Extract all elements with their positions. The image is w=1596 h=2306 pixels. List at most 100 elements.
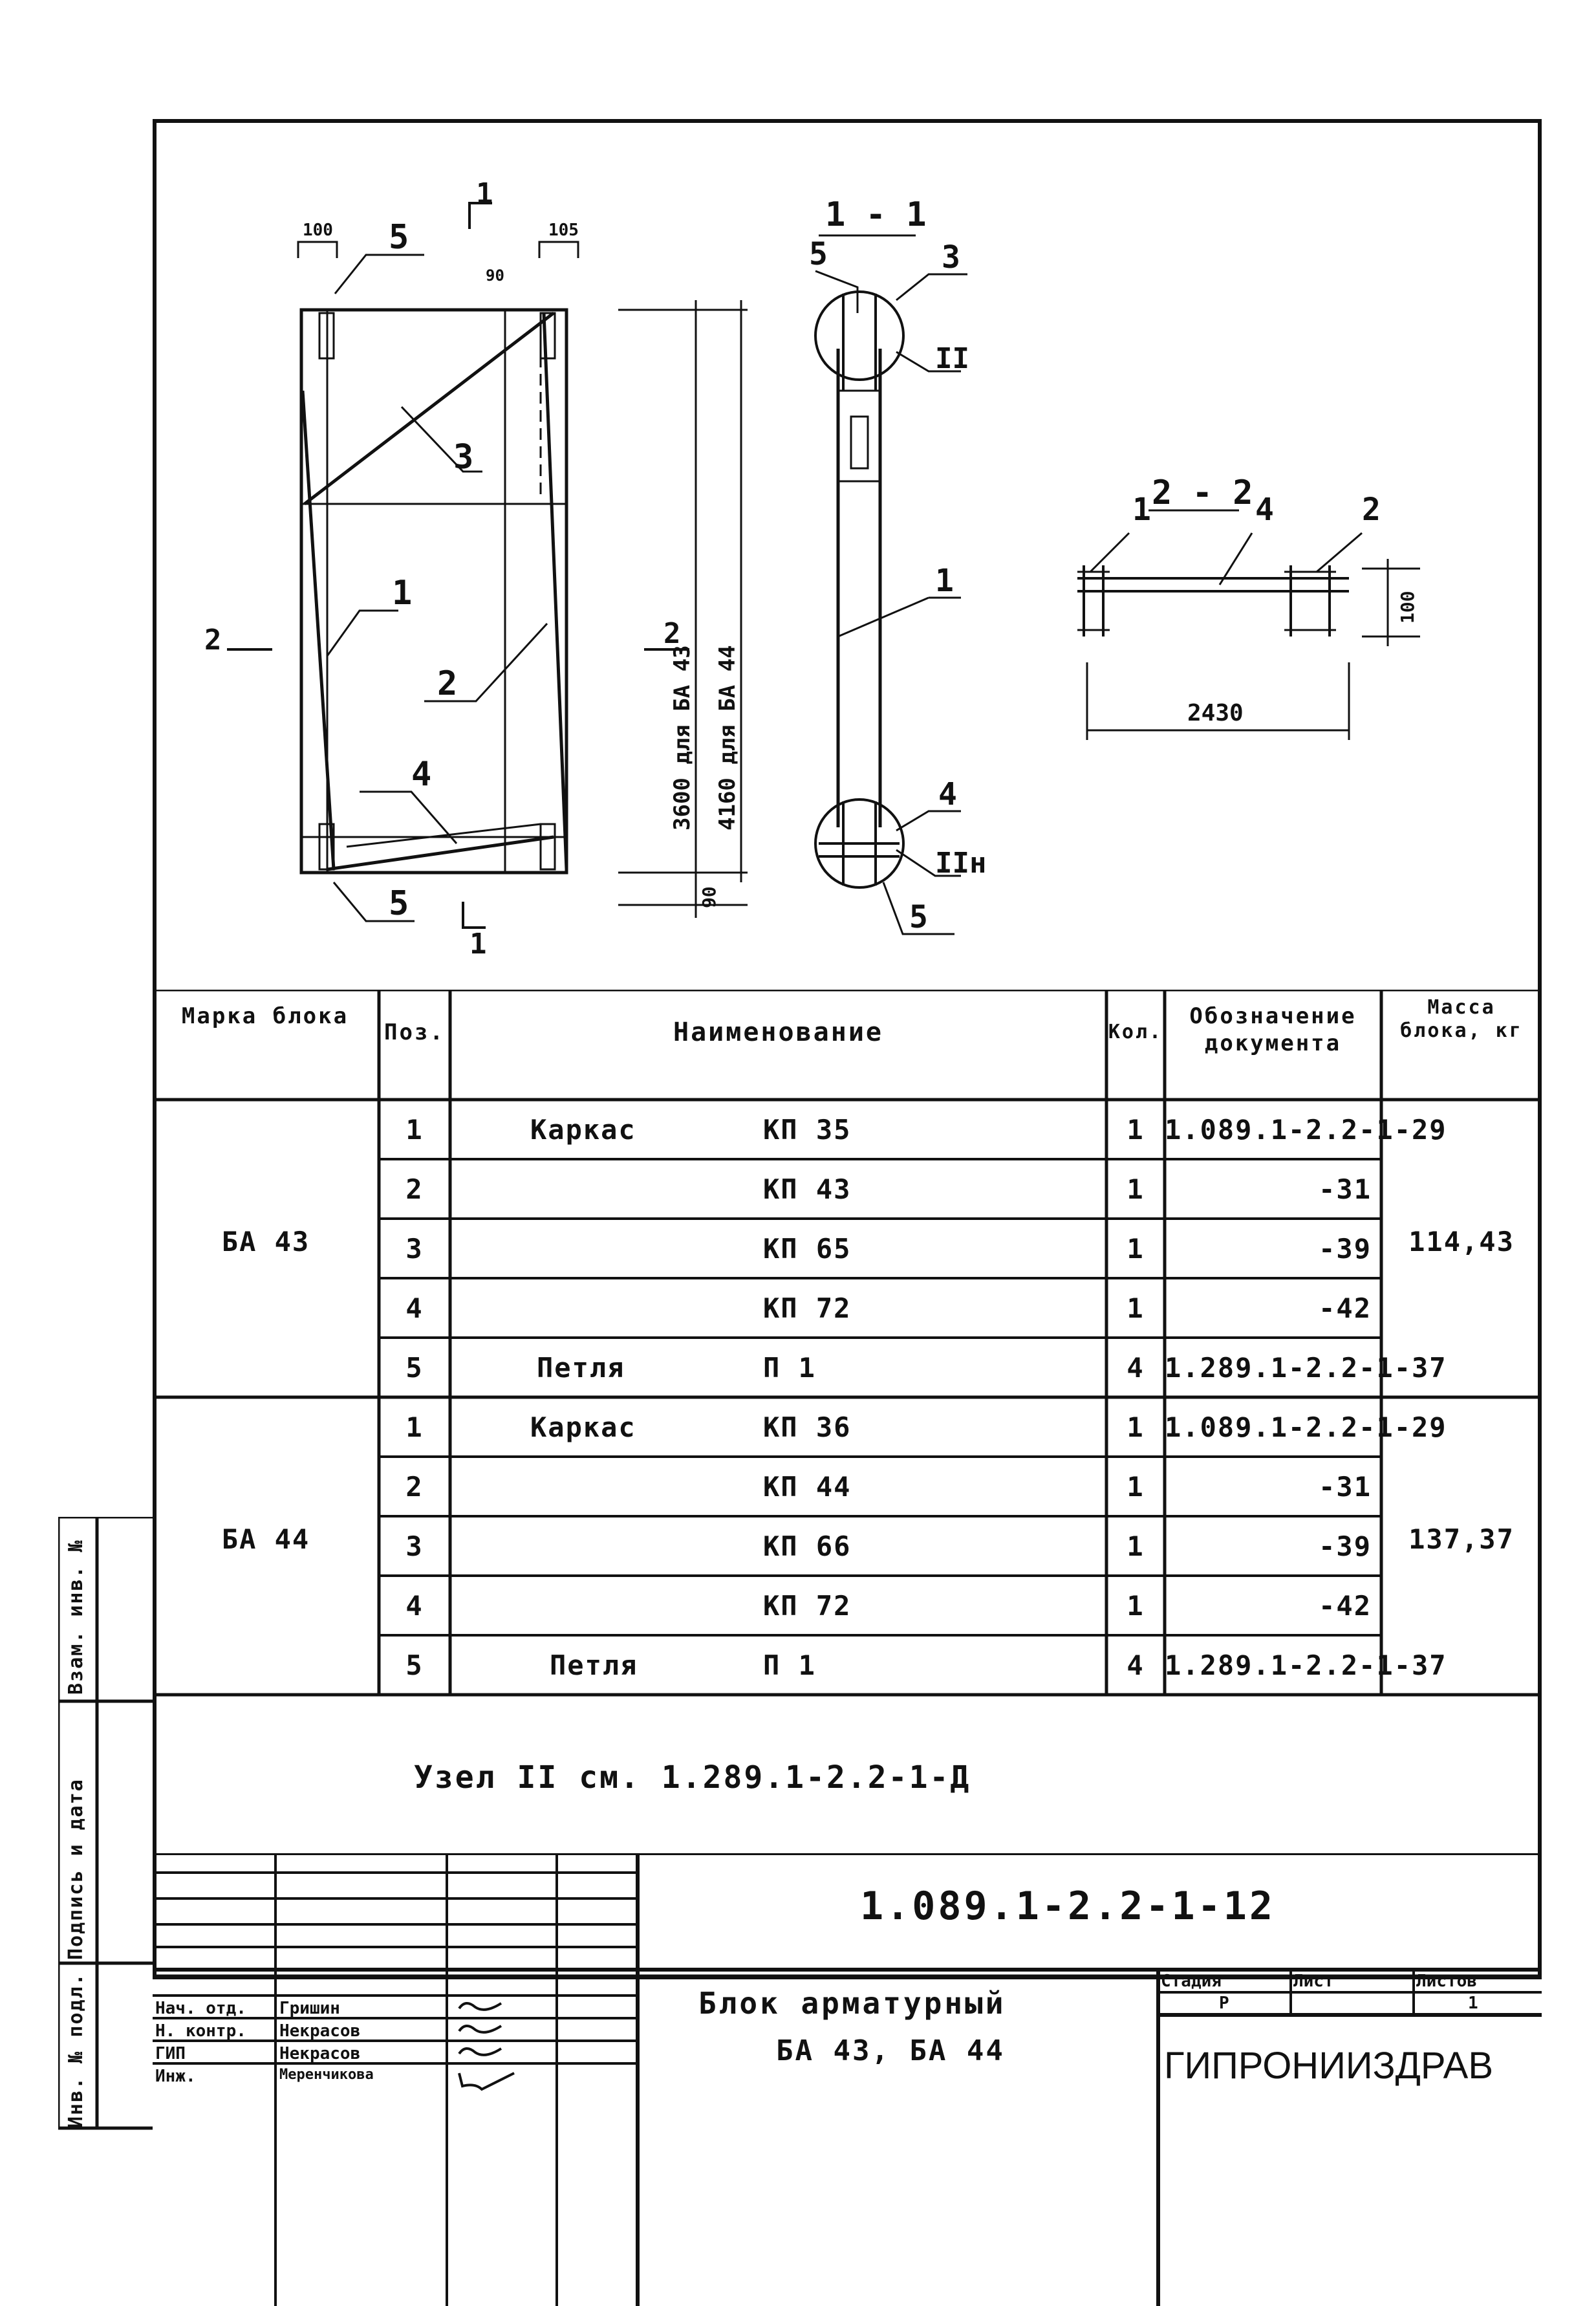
- doc-number: 1.089.1-2.2-1-12: [860, 1884, 1275, 1929]
- note-node: Узел II см. 1.289.1-2.2-1-Д: [414, 1759, 971, 1796]
- bar-3: [303, 312, 555, 505]
- bar-2: [542, 312, 568, 870]
- sheet-label: Лист: [1293, 1972, 1334, 1991]
- row-doc: -31: [1319, 1173, 1372, 1205]
- dim-left: 100: [303, 221, 333, 240]
- pos-3: 3: [453, 438, 473, 477]
- row-qty: 4: [1127, 1649, 1145, 1681]
- row-code: КП 44: [763, 1471, 852, 1503]
- pos-4-2-2: 4: [1255, 492, 1274, 528]
- dim-height-2-2: 100: [1397, 591, 1418, 624]
- row-name: Петля: [537, 1352, 625, 1384]
- row-code: КП 72: [763, 1590, 852, 1622]
- pos-1-section: 1: [935, 563, 954, 599]
- elevation-outline: [299, 308, 568, 875]
- stage-value: Р: [1219, 1994, 1229, 2013]
- signature-marks: [458, 2002, 515, 2091]
- row-doc: 1.289.1-2.2-1-37: [1165, 1649, 1447, 1681]
- pos-5-section: 5: [809, 236, 828, 272]
- header-mark: Марка блока: [181, 1003, 349, 1029]
- row-qty: 1: [1127, 1530, 1145, 1562]
- pos-4-section: 4: [938, 776, 957, 812]
- title-block-grid: [153, 1853, 1542, 1978]
- pos-5-section-bottom: 5: [909, 899, 928, 935]
- row-code: КП 36: [763, 1411, 852, 1443]
- row-code: КП 65: [763, 1233, 852, 1265]
- pos-4: 4: [411, 755, 431, 794]
- side-stamp-grid: [58, 1517, 153, 2130]
- row-qty: 1: [1127, 1590, 1145, 1622]
- pos-3-section: 3: [942, 239, 960, 276]
- dim-right: 105: [548, 221, 579, 240]
- row-pos: 5: [405, 1352, 424, 1384]
- pos-2-2-2: 2: [1362, 492, 1381, 528]
- row-qty: 4: [1127, 1352, 1145, 1384]
- row-pos: 1: [405, 1114, 424, 1146]
- row-doc: -31: [1319, 1471, 1372, 1503]
- title-block-lines: [153, 1853, 1542, 2306]
- signer-name: Меренчикова: [279, 2067, 374, 2083]
- dim-height-ba43: 3600 для БА 43: [669, 645, 695, 831]
- section-marker-bottom: 1: [469, 928, 487, 961]
- node-iin: IIн: [935, 847, 986, 880]
- group-mass-ba43: 114,43: [1408, 1226, 1515, 1257]
- pos-5-top: 5: [389, 218, 409, 257]
- signer-name: Гришин: [279, 1999, 340, 2018]
- bar-1: [301, 390, 336, 870]
- dim-width-2-2: 2430: [1187, 700, 1244, 726]
- title-line-1: Блок арматурный: [698, 1986, 1006, 2021]
- row-pos: 1: [405, 1411, 424, 1443]
- row-pos: 5: [405, 1649, 424, 1681]
- row-pos: 3: [405, 1530, 424, 1562]
- row-code: КП 35: [763, 1114, 852, 1146]
- title-line-2: БА 43, БА 44: [776, 2034, 1005, 2067]
- signer-role: ГИП: [155, 2044, 186, 2063]
- row-pos: 2: [405, 1471, 424, 1503]
- group-mark-ba44: БА 44: [221, 1523, 310, 1555]
- row-doc: 1.289.1-2.2-1-37: [1165, 1352, 1447, 1384]
- row-qty: 1: [1127, 1292, 1145, 1324]
- group-mark-ba43: БА 43: [221, 1226, 310, 1257]
- section-marker-top: 1: [476, 177, 493, 210]
- stamp-vzam: Взам. инв. №: [65, 1539, 87, 1695]
- row-qty: 1: [1127, 1411, 1145, 1443]
- node-ii-top: II: [935, 342, 969, 375]
- signer-role: Инж.: [155, 2067, 196, 2086]
- header-doc: Обозначение документа: [1189, 1003, 1357, 1056]
- row-code: КП 43: [763, 1173, 852, 1205]
- signer-role: Н. контр.: [155, 2021, 246, 2041]
- row-doc: -42: [1319, 1590, 1372, 1622]
- group-mass-ba44: 137,37: [1408, 1523, 1515, 1555]
- header-qty: Кол.: [1108, 1021, 1163, 1043]
- row-qty: 1: [1127, 1233, 1145, 1265]
- pos-1-2-2: 1: [1132, 492, 1151, 528]
- row-code: КП 66: [763, 1530, 852, 1562]
- header-name: Наименование: [673, 1017, 883, 1047]
- row-qty: 1: [1127, 1173, 1145, 1205]
- row-doc: 1.089.1-2.2-1-29: [1165, 1411, 1447, 1443]
- row-pos: 2: [405, 1173, 424, 1205]
- row-doc: -42: [1319, 1292, 1372, 1324]
- row-pos: 4: [405, 1292, 424, 1324]
- row-code: П 1: [763, 1649, 816, 1681]
- org-name: ГИПРОНИИЗДРАВ: [1164, 2045, 1494, 2087]
- spec-table-grid: [153, 990, 1542, 1697]
- pos-1: 1: [392, 574, 412, 613]
- section-2-2-title: 2 - 2: [1152, 473, 1253, 512]
- dim-height-ba44: 4160 для БА 44: [715, 645, 740, 831]
- stamp-podpis: Подпись и дата: [65, 1778, 87, 1960]
- signer-role: Нач. отд.: [155, 1999, 246, 2018]
- row-name: Каркас: [530, 1114, 636, 1146]
- header-mass: Масса блока, кг: [1400, 996, 1523, 1042]
- row-doc: -39: [1319, 1233, 1372, 1265]
- row-doc: -39: [1319, 1530, 1372, 1562]
- header-pos: Поз.: [384, 1019, 445, 1045]
- section-1-1-title: 1 - 1: [825, 195, 927, 234]
- row-pos: 3: [405, 1233, 424, 1265]
- sheets-label: Листов: [1416, 1972, 1477, 1991]
- row-qty: 1: [1127, 1471, 1145, 1503]
- row-pos: 4: [405, 1590, 424, 1622]
- section-marker-2-left: 2: [204, 624, 222, 657]
- row-code: КП 72: [763, 1292, 852, 1324]
- dim-bottom-gap: 90: [698, 886, 720, 908]
